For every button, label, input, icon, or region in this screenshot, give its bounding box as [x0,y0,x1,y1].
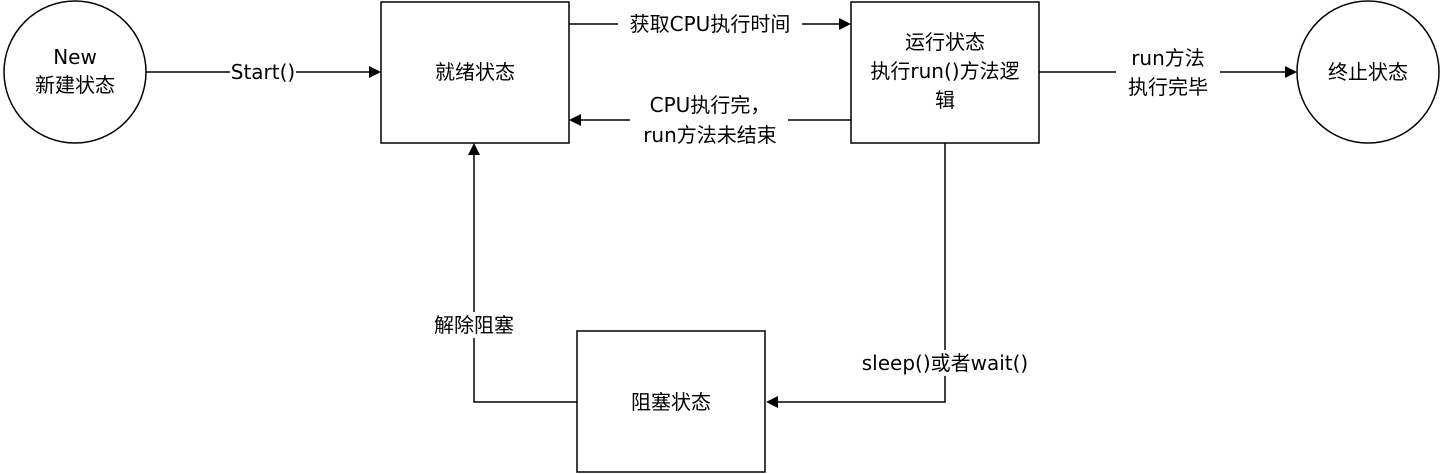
edge-get-cpu-arrowhead [839,18,851,30]
node-terminated: 终止状态 [1296,0,1440,144]
edge-run-finished-label-group: run方法 执行完毕 [1116,44,1220,102]
edge-run-finished-label-line2: 执行完毕 [1128,75,1208,99]
edge-get-cpu-label: 获取CPU执行时间 [630,12,791,36]
edge-cpu-done-label-group: CPU执行完， run方法未结束 [630,91,788,149]
edge-cpu-done-label-line1: CPU执行完， [650,93,771,117]
node-ready: 就绪状态 [380,1,570,144]
edge-start-arrowhead [369,66,381,78]
edge-run-finished-arrowhead [1285,66,1297,78]
edge-start-label-group: Start() [230,60,296,84]
node-new-label-line2: 新建状态 [35,73,115,97]
edge-start-label: Start() [231,60,295,84]
node-terminated-label: 终止状态 [1328,60,1408,84]
node-new: New 新建状态 [3,0,147,144]
node-ready-label: 就绪状态 [435,60,515,84]
edge-sleep-wait-arrowhead [766,396,778,408]
edge-sleep-wait-label-background [856,350,1034,376]
edge-sleep-wait-line [775,143,946,403]
edge-get-cpu-label-group: 获取CPU执行时间 [618,11,802,37]
node-blocked: 阻塞状态 [576,330,766,473]
edge-get-cpu-label-background [618,11,802,37]
edge-run-finished-label-background [1116,44,1220,102]
edge-unblock-label: 解除阻塞 [434,313,514,337]
edge-unblock-label-background [422,312,526,338]
node-ready-shape [380,1,570,144]
node-running-label-line1: 运行状态 [905,30,985,54]
edge-start-label-background [230,60,296,84]
edge-sleep-wait [766,143,946,408]
edge-unblock-arrowhead [468,143,480,155]
node-new-shape [3,0,147,144]
node-terminated-shape [1296,0,1440,144]
edge-sleep-wait-label-group: sleep()或者wait() [856,350,1034,376]
edge-unblock-line [473,152,577,403]
edge-run-finished-label-line1: run方法 [1131,46,1205,70]
node-blocked-label: 阻塞状态 [631,390,711,414]
edge-cpu-done-arrowhead [569,114,581,126]
node-running-shape [850,1,1040,144]
edge-sleep-wait-label: sleep()或者wait() [862,351,1029,375]
edge-unblock [468,143,577,403]
node-new-label-line1: New [53,45,97,69]
node-blocked-shape [576,330,766,473]
node-running-label-line3: 辑 [935,88,955,112]
node-running: 运行状态 执行run()方法逻 辑 [850,1,1040,144]
edge-cpu-done-label-background [630,91,788,149]
edge-unblock-label-group: 解除阻塞 [422,312,526,338]
edge-cpu-done-label-line2: run方法未结束 [643,123,777,147]
node-running-label-line2: 执行run()方法逻 [870,59,1019,83]
